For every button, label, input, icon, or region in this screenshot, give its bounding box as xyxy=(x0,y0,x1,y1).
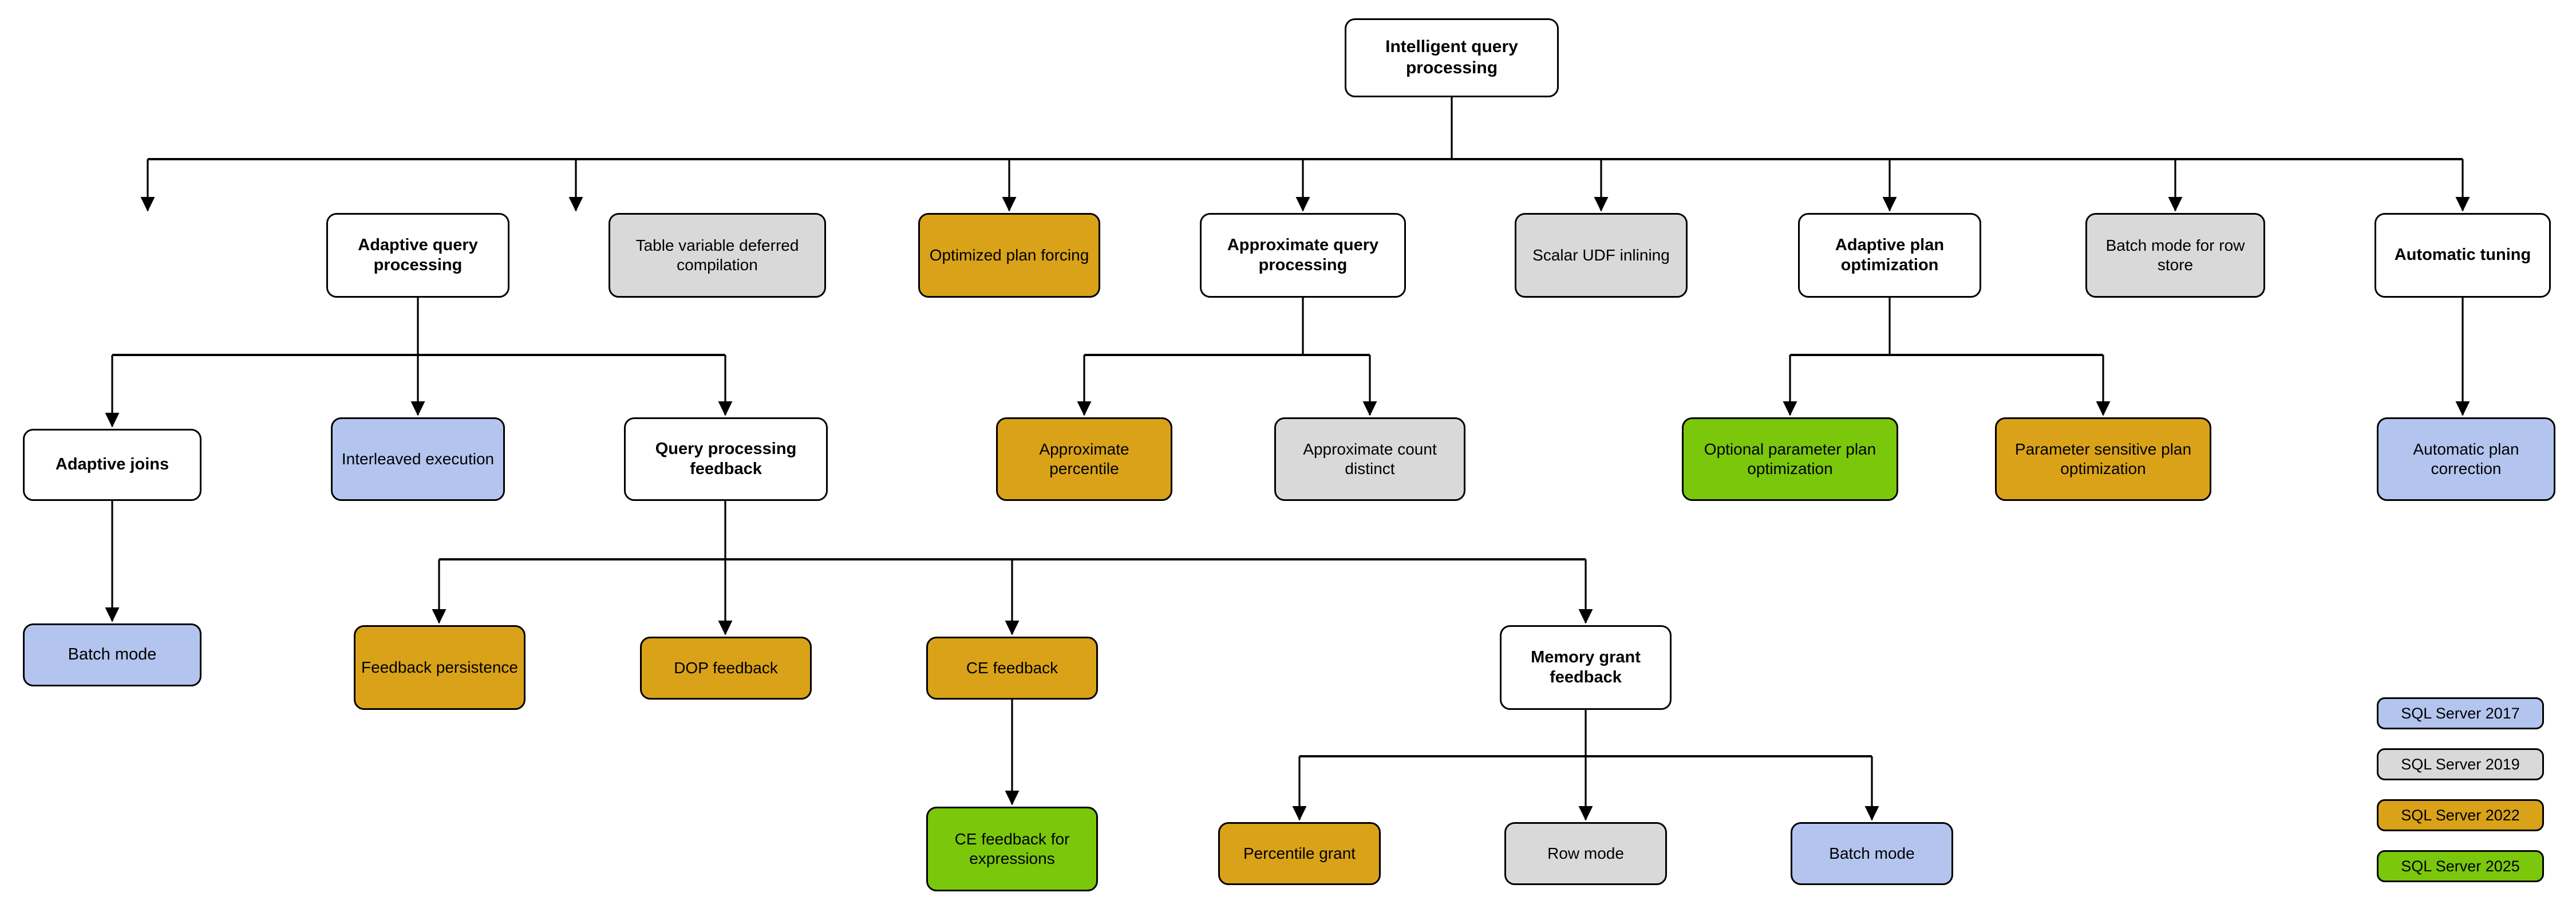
node-label: Optimized plan forcing xyxy=(929,246,1089,264)
legend-label: SQL Server 2025 xyxy=(2401,857,2520,875)
node-table-variable-deferred-compilation[interactable]: Table variable deferred compilation xyxy=(609,213,826,298)
node-percentile-grant[interactable]: Percentile grant xyxy=(1218,822,1381,885)
node-adaptive-query-processing[interactable]: Adaptive query processing xyxy=(326,213,509,298)
node-label: Parameter sensitive plan optimization xyxy=(2014,440,2192,477)
legend-label: SQL Server 2017 xyxy=(2401,704,2520,722)
node-label: Scalar UDF inlining xyxy=(1532,246,1670,264)
node-adaptive-joins[interactable]: Adaptive joins xyxy=(23,429,202,501)
node-label: Adaptive plan optimization xyxy=(1835,235,1945,274)
node-label: CE feedback for expressions xyxy=(954,830,1070,867)
node-batch-mode-for-row-store[interactable]: Batch mode for row store xyxy=(2085,213,2265,298)
node-adaptive-plan-optimization[interactable]: Adaptive plan optimization xyxy=(1798,213,1981,298)
node-label: Optional parameter plan optimization xyxy=(1704,440,1876,477)
node-intelligent-query-processing[interactable]: Intelligent query processing xyxy=(1345,18,1559,97)
node-label: Automatic tuning xyxy=(2394,246,2531,264)
node-label: CE feedback xyxy=(966,658,1058,677)
node-label: Intelligent query processing xyxy=(1385,37,1518,77)
node-label: Automatic plan correction xyxy=(2413,440,2519,477)
node-label: Query processing feedback xyxy=(655,439,797,478)
node-automatic-plan-correction[interactable]: Automatic plan correction xyxy=(2377,417,2555,501)
node-optimized-plan-forcing[interactable]: Optimized plan forcing xyxy=(918,213,1100,298)
legend-item-sql-server-2019[interactable]: SQL Server 2019 xyxy=(2377,748,2544,780)
node-memory-grant-feedback[interactable]: Memory grant feedback xyxy=(1500,625,1672,710)
node-approximate-count-distinct[interactable]: Approximate count distinct xyxy=(1274,417,1465,501)
node-interleaved-execution[interactable]: Interleaved execution xyxy=(331,417,505,501)
node-batch-mode-adaptive-joins[interactable]: Batch mode xyxy=(23,623,202,686)
node-label: Feedback persistence xyxy=(361,658,518,676)
node-label: Batch mode xyxy=(1829,844,1915,862)
legend-item-sql-server-2022[interactable]: SQL Server 2022 xyxy=(2377,799,2544,831)
node-label: Table variable deferred compilation xyxy=(635,236,799,274)
node-label: Approximate percentile xyxy=(1039,440,1129,477)
node-feedback-persistence[interactable]: Feedback persistence xyxy=(354,625,526,710)
node-label: Adaptive joins xyxy=(55,455,169,474)
node-label: Interleaved execution xyxy=(341,449,495,468)
node-label: DOP feedback xyxy=(674,658,778,677)
node-optional-parameter-plan-optimization[interactable]: Optional parameter plan optimization xyxy=(1682,417,1898,501)
node-scalar-udf-inlining[interactable]: Scalar UDF inlining xyxy=(1515,213,1688,298)
legend-item-sql-server-2025[interactable]: SQL Server 2025 xyxy=(2377,850,2544,882)
node-label: Approximate query processing xyxy=(1227,235,1379,274)
node-label: Percentile grant xyxy=(1243,844,1356,862)
node-approximate-percentile[interactable]: Approximate percentile xyxy=(996,417,1172,501)
node-ce-feedback-for-expressions[interactable]: CE feedback for expressions xyxy=(926,807,1098,891)
legend-item-sql-server-2017[interactable]: SQL Server 2017 xyxy=(2377,697,2544,729)
node-label: Approximate count distinct xyxy=(1303,440,1437,477)
node-label: Batch mode xyxy=(68,645,157,664)
node-approximate-query-processing[interactable]: Approximate query processing xyxy=(1200,213,1406,298)
node-row-mode[interactable]: Row mode xyxy=(1504,822,1667,885)
node-query-processing-feedback[interactable]: Query processing feedback xyxy=(624,417,828,501)
legend-label: SQL Server 2022 xyxy=(2401,806,2520,824)
legend-label: SQL Server 2019 xyxy=(2401,755,2520,773)
node-label: Batch mode for row store xyxy=(2105,236,2245,274)
node-ce-feedback[interactable]: CE feedback xyxy=(926,637,1098,700)
node-parameter-sensitive-plan-optimization[interactable]: Parameter sensitive plan optimization xyxy=(1995,417,2211,501)
node-automatic-tuning[interactable]: Automatic tuning xyxy=(2374,213,2551,298)
node-dop-feedback[interactable]: DOP feedback xyxy=(640,637,812,700)
node-label: Adaptive query processing xyxy=(358,235,478,274)
node-batch-mode-memory-grant[interactable]: Batch mode xyxy=(1791,822,1953,885)
node-label: Memory grant feedback xyxy=(1531,647,1641,686)
node-label: Row mode xyxy=(1547,844,1624,862)
